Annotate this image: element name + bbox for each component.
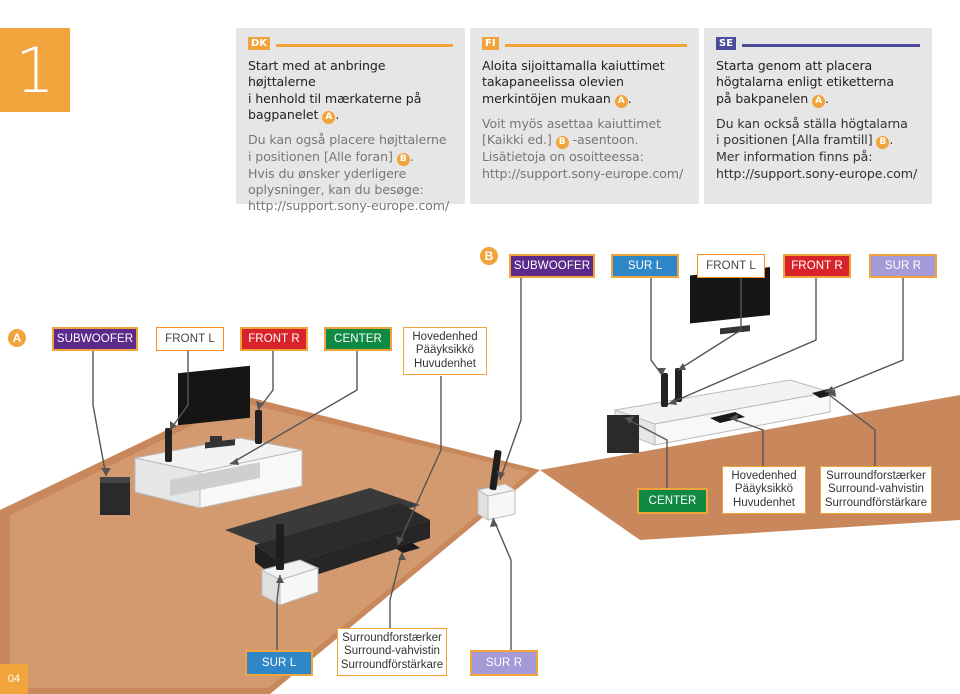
marker-b-icon: B [876, 136, 890, 150]
marker-a-icon: A [812, 94, 825, 108]
sur-r-speaker-icon [489, 450, 502, 491]
label-b-front-r: FRONT R [783, 254, 851, 278]
marker-a-icon: A [614, 94, 628, 108]
callout-leader-lines [92, 278, 904, 650]
callout-surround-amplifier-bottom: Surroundforstærker Surround-vahvistin Su… [337, 628, 447, 676]
support-link[interactable]: http://support.sony-europe.com/ [716, 165, 918, 181]
panel-text-main: Starta genom att placera högtalarna enli… [716, 58, 895, 108]
tv-foot [210, 436, 222, 442]
tv-stand-shelf [170, 462, 260, 496]
support-link[interactable]: http://support.sony-europe.com/ [248, 198, 450, 214]
marker-b-icon: B [555, 136, 569, 150]
panel-text-note: Du kan også placere højttalerne i positi… [248, 132, 453, 215]
label-a-subwoofer: SUBWOOFER [52, 327, 138, 351]
callout-main-unit: Hovedenhed Pääyksikkö Huvudenhet [722, 466, 806, 514]
label-a-main-unit: Hovedenhed Pääyksikkö Huvudenhet [403, 327, 487, 375]
sur-l-speaker-icon [276, 524, 284, 570]
right-front-l-speaker-icon [661, 373, 668, 407]
center-speaker-icon [205, 439, 235, 449]
panel-rule [742, 43, 920, 47]
surround-amplifier-icon [395, 543, 420, 553]
panel-rule [276, 43, 453, 47]
panel-rule [504, 43, 687, 47]
support-link[interactable]: http://support.sony-europe.com/ [482, 165, 684, 181]
language-tag-dk: DK [248, 36, 271, 50]
right-center-speaker-icon [720, 325, 750, 335]
label-a-front-r: FRONT R [240, 327, 308, 351]
right-main-unit-icon [710, 412, 745, 423]
front-r-speaker-icon [255, 410, 262, 444]
instruction-panel-fi: FI Aloita sijoittamalla kaiuttimet takap… [470, 28, 699, 204]
front-l-speaker-icon [165, 428, 172, 462]
marker-b-icon: B [480, 247, 498, 265]
panel-text-main: Start med at anbringe højttalerne i henh… [248, 58, 422, 125]
label-b-subwoofer: SUBWOOFER [509, 254, 595, 278]
language-tag-se: SE [716, 36, 737, 50]
instruction-panel-se: SE Starta genom att placera högtalarna e… [704, 28, 932, 204]
callout-center: CENTER [637, 488, 708, 514]
right-subwoofer-icon [607, 415, 639, 453]
panel-text-note: Du kan också ställa högtalarna i positio… [716, 116, 920, 182]
page-number: 04 [0, 664, 28, 694]
sofa-back [225, 488, 420, 550]
callout-surround-amplifier: Surroundforstærker Surround-vahvistin Su… [820, 466, 932, 514]
leader-arrowheads [101, 363, 836, 583]
label-b-front-l: FRONT L [697, 254, 765, 278]
marker-a-icon: A [322, 111, 336, 125]
step-number: 1 [0, 28, 70, 112]
right-tv-icon [690, 267, 770, 324]
marker-b-icon: B [396, 152, 410, 166]
label-b-sur-r: SUR R [869, 254, 937, 278]
right-front-r-speaker-icon [675, 368, 682, 402]
label-b-sur-l: SUR L [611, 254, 679, 278]
tv-icon [178, 365, 250, 426]
marker-a-icon: A [8, 329, 26, 347]
callout-sur-r: SUR R [470, 650, 538, 676]
label-a-front-l: FRONT L [156, 327, 224, 351]
panel-text-main: Aloita sijoittamalla kaiuttimet takapane… [482, 58, 665, 108]
callout-sur-l: SUR L [245, 650, 313, 676]
sofa-seat [255, 503, 430, 566]
subwoofer-icon [100, 477, 130, 515]
instruction-panel-dk: DK Start med at anbringe højttalerne i h… [236, 28, 465, 213]
language-tag-fi: FI [482, 36, 499, 50]
label-a-center: CENTER [324, 327, 392, 351]
panel-text-note: Voit myös asettaa kaiuttimet [Kaikki ed.… [482, 116, 687, 182]
